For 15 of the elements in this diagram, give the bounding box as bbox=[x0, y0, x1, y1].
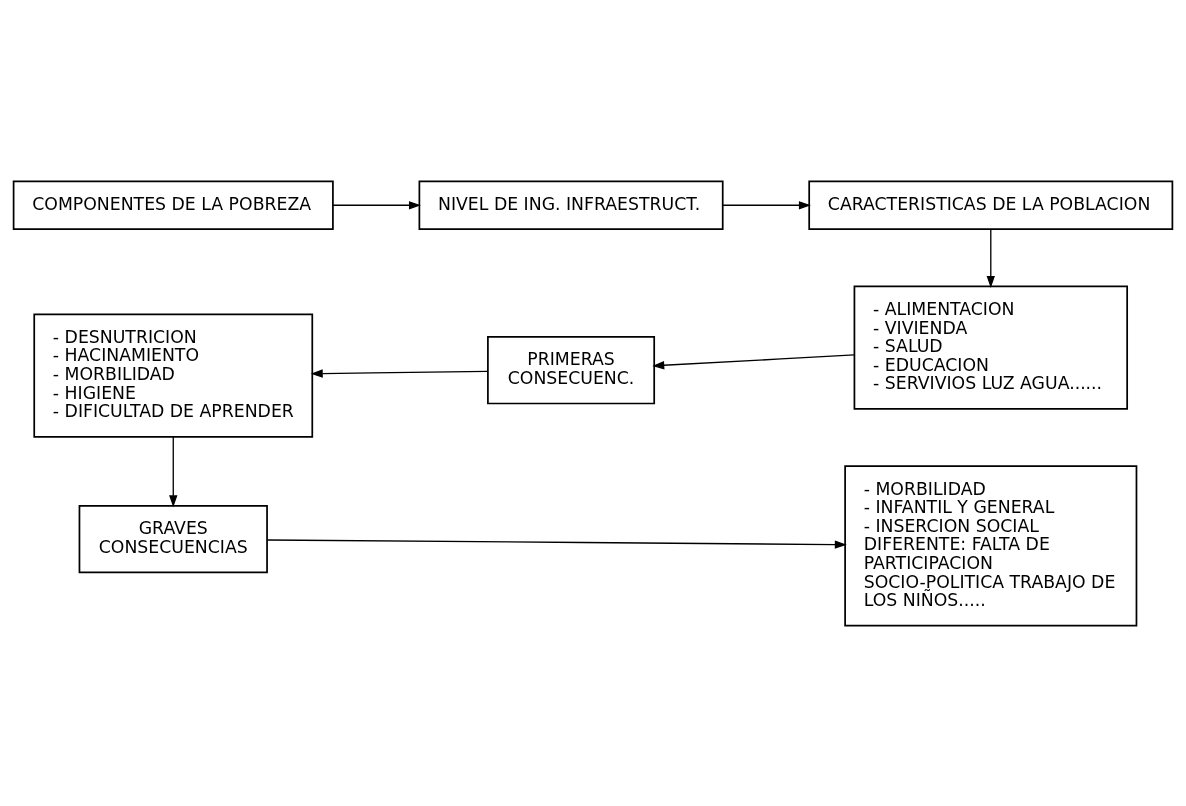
arrow bbox=[986, 228, 995, 288]
node-box: - DESNUTRICION - HACINAMIENTO - MORBILIDAD - HIGIENE - DIFICULTAD DE APRENDER bbox=[33, 313, 314, 438]
node-box: CARACTERISTICAS DE LA POBLACION bbox=[808, 179, 1174, 230]
arrow bbox=[332, 200, 421, 209]
arrow bbox=[722, 200, 811, 209]
node-box: - ALIMENTACION - VIVIENDA - SALUD - EDUCACION - SERVIVIOS LUZ AGUA...... bbox=[853, 285, 1129, 410]
node-box: PRIMERAS CONSECUENC. bbox=[487, 335, 656, 404]
node-box: - MORBILIDAD - INFANTIL Y GENERAL - INSERCION SOCIAL DIFERENTE: FALTA DE PARTICIPACION SOCIO-POLITICA TRABAJO DE LOS NIÑOS..... bbox=[844, 464, 1138, 627]
arrow bbox=[310, 368, 489, 378]
node-box: GRAVES CONSECUENCIAS bbox=[78, 504, 268, 573]
arrow bbox=[169, 435, 178, 507]
arrow bbox=[266, 538, 847, 549]
node-box: COMPONENTES DE LA POBREZA bbox=[12, 179, 334, 230]
arrow bbox=[652, 353, 856, 369]
node-box: NIVEL DE ING. INFRAESTRUCT. bbox=[418, 179, 724, 230]
